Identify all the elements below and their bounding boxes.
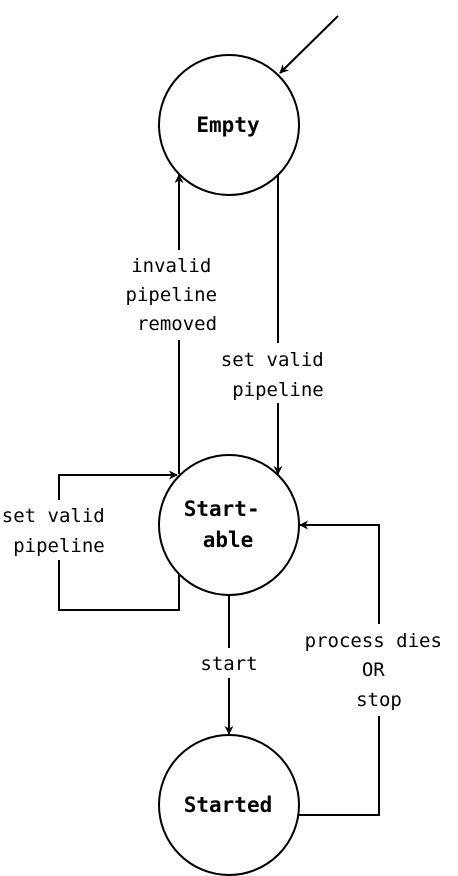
state-started-label: Started <box>184 793 273 817</box>
state-startable: Start- able <box>158 454 300 596</box>
state-startable-circle <box>158 454 300 596</box>
initial-transition-arrow <box>279 15 339 74</box>
state-empty-circle <box>158 54 300 196</box>
state-started: Started <box>158 734 300 876</box>
edge-label-bg <box>192 648 266 678</box>
edge-label-invalid-pipeline-removed: invalid pipeline removed <box>126 255 229 335</box>
edge-label-bg <box>298 624 458 716</box>
state-startable-label: Start- able <box>184 497 273 552</box>
edge-label-bg <box>120 250 238 340</box>
edge-label-self-set-valid-pipeline: set valid pipeline <box>2 505 116 557</box>
state-empty: Empty <box>158 54 300 196</box>
edge-label-set-valid-pipeline: set valid pipeline <box>221 349 335 401</box>
edge-self-loop-set-valid-pipeline <box>58 470 180 611</box>
edge-label-bg <box>0 500 118 560</box>
state-empty-label: Empty <box>196 113 260 137</box>
edge-label-process-dies-or-stop: process dies OR stop <box>305 630 454 711</box>
edge-label-bg <box>214 343 342 403</box>
edge-label-start: start <box>200 653 257 675</box>
state-started-circle <box>158 734 300 876</box>
